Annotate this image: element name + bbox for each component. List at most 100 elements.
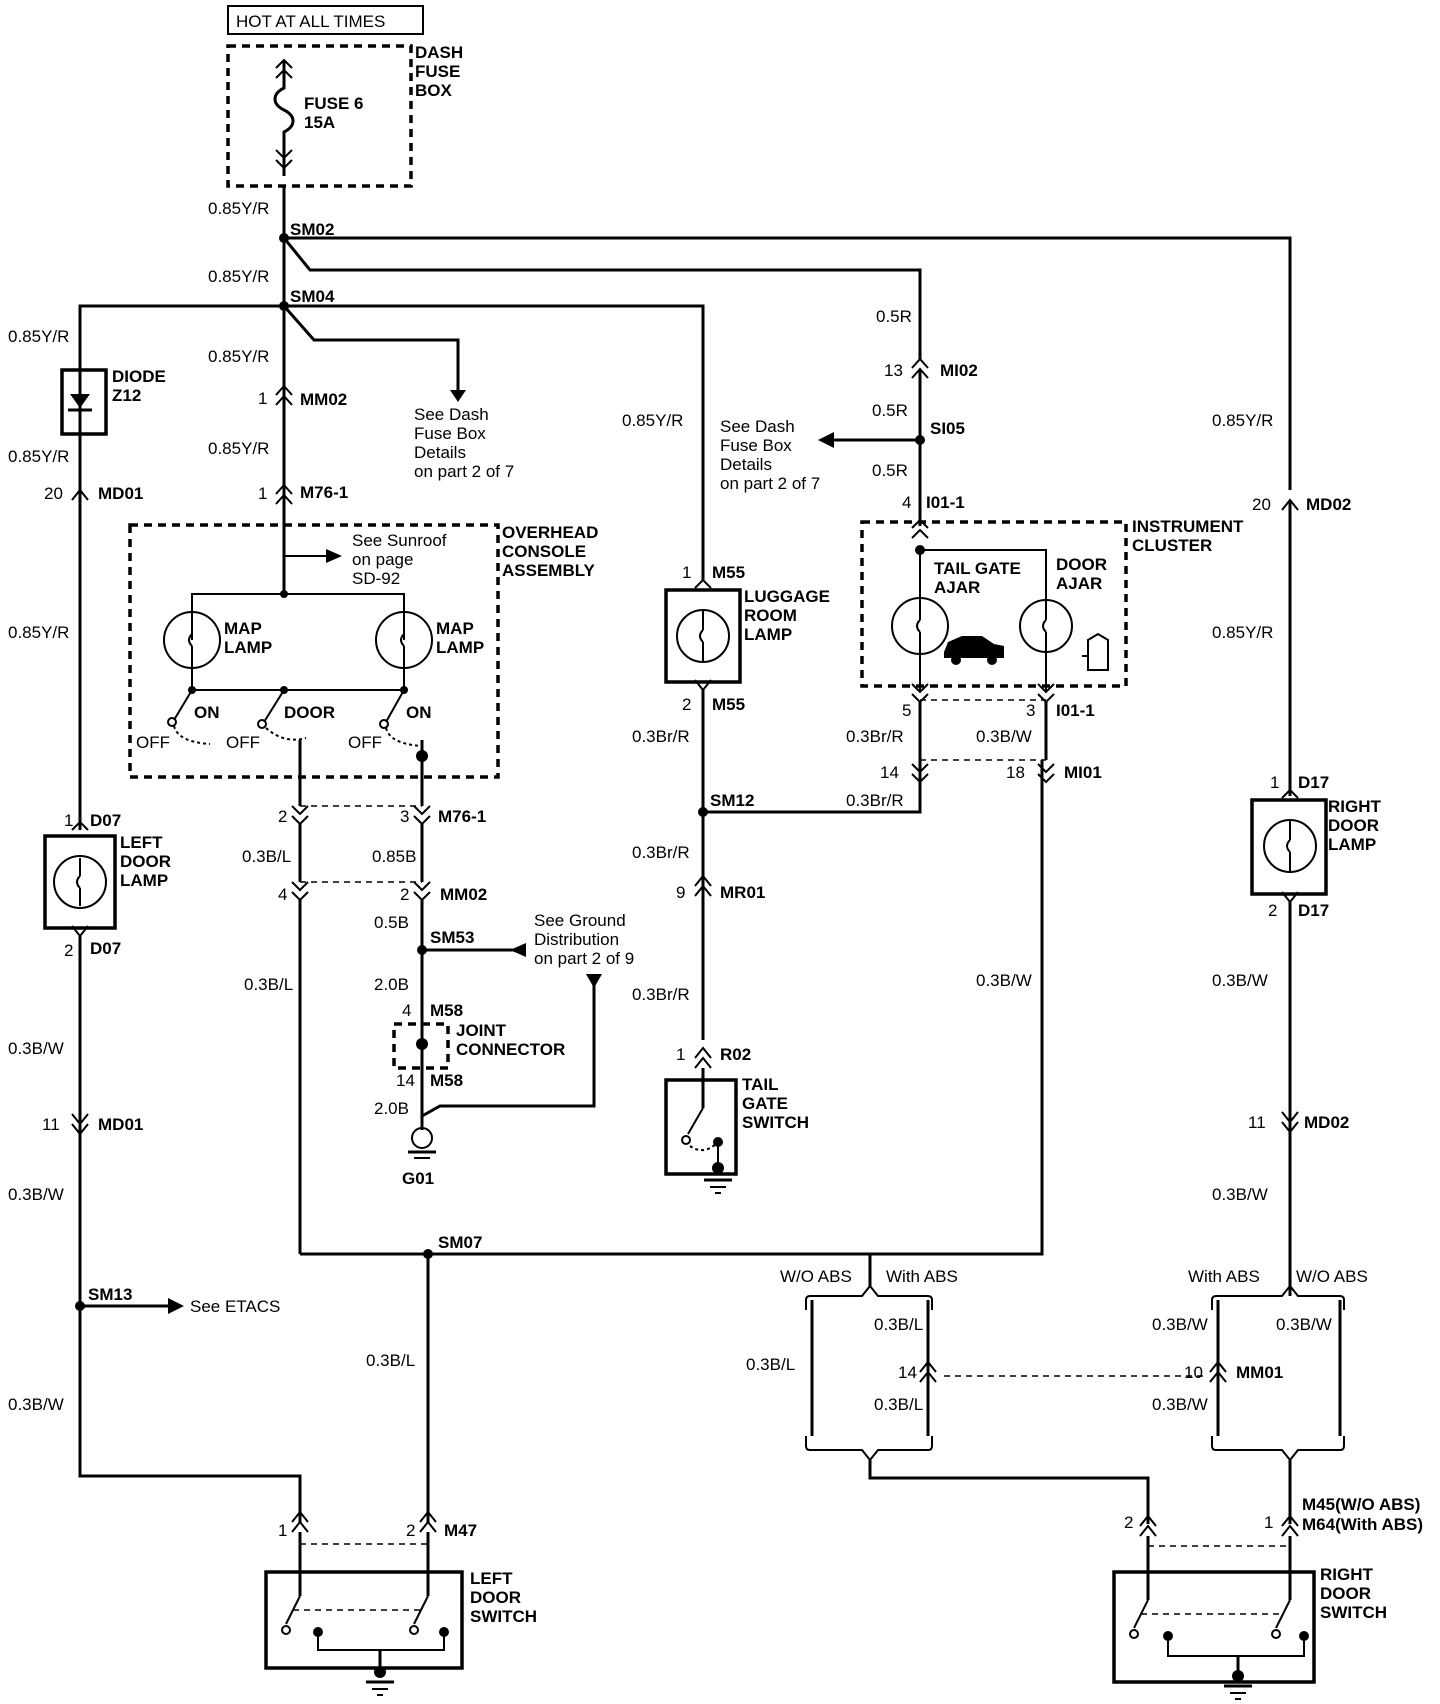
abs-bracket-bottom-right: [1211, 1436, 1345, 1462]
car-tailgate-icon: [944, 636, 1004, 658]
wire-label-bl-c: 0.3B/L: [366, 1351, 415, 1370]
wire-label-bw-c: 0.3B/W: [8, 1395, 64, 1414]
arrow-dash-ref-1: [450, 390, 466, 402]
connector-m58-bottom: M58: [430, 1071, 463, 1090]
pin-mi01-18: 18: [1006, 763, 1025, 782]
wire-label-y085-j: 0.85Y/R: [1212, 623, 1273, 642]
abs-bracket-top-right: [1211, 1284, 1345, 1310]
pin-i011-3: 3: [1026, 701, 1035, 720]
pin-mi01-14: 14: [880, 763, 899, 782]
dash-fuse-box: [226, 44, 413, 188]
joint-connector: [392, 1022, 450, 1070]
pin-md01-11: 11: [42, 1115, 60, 1134]
connector-r02-label: R02: [720, 1045, 751, 1064]
arrow-sunroof-icon: [326, 549, 342, 563]
right-door-switch: [1112, 1570, 1316, 1684]
pin-m47-1: 1: [278, 1521, 287, 1540]
wire-label-bw-j: 0.3B/W: [1152, 1395, 1208, 1414]
switch-door-label: DOOR: [284, 703, 335, 722]
wire-label-y085-c: 0.85Y/R: [8, 327, 69, 346]
connector-md02-bottom: MD02: [1304, 1113, 1349, 1132]
wire-label-bw-a: 0.3B/W: [8, 1039, 64, 1058]
pin-mr01-9: 9: [676, 883, 685, 902]
wire-sm07-mi01: [300, 760, 1044, 1256]
wire-sm02-mi02: [282, 237, 922, 360]
pin-m761-2: 2: [278, 807, 287, 826]
arrow-dash-ref-2: [818, 432, 834, 448]
abs-bracket-top-left: [805, 1284, 933, 1310]
right-door-lamp: [1250, 798, 1328, 896]
wire-abs-right-switch-2: [868, 1460, 1150, 1524]
connector-d17-top: D17: [1298, 773, 1329, 792]
right-switch-contact-b: [1275, 1599, 1291, 1629]
pin-m58-4: 4: [402, 1001, 411, 1020]
pin-d07-1: 1: [64, 811, 73, 830]
wire-label-y085-b: 0.85Y/R: [208, 267, 269, 286]
pin-i011-4: 4: [902, 493, 911, 512]
wire-ground-ref: [420, 978, 596, 1119]
connector-m58-top: M58: [430, 1001, 463, 1020]
abs-wo-label-left: W/O ABS: [780, 1267, 852, 1286]
map-switch-door: [263, 689, 285, 723]
ground-g01-icon: [411, 1127, 433, 1149]
connector-m45-label: M45(W/O ABS): [1302, 1495, 1420, 1514]
pin-md02-20: 20: [1252, 495, 1271, 514]
wire-label-bl-d: 0.3B/L: [874, 1315, 923, 1334]
pin-d17-2: 2: [1268, 901, 1277, 920]
luggage-room-lamp: [664, 588, 742, 684]
pin-m55-1: 1: [682, 563, 691, 582]
fuse-rating-label: 15A: [304, 113, 335, 132]
pin-mi02-13: 13: [884, 361, 903, 380]
wire-label-y085-d: 0.85Y/R: [8, 447, 69, 466]
tail-gate-ground-icon: [712, 1162, 724, 1174]
connector-md01-label: MD01: [98, 484, 143, 503]
splice-sm04-label: SM04: [290, 287, 335, 306]
hot-at-all-times-label: HOT AT ALL TIMES: [236, 12, 385, 31]
tail-gate-switch-contact: [687, 1107, 704, 1135]
left-door-lamp: [43, 834, 117, 930]
splice-sm02-label: SM02: [290, 220, 334, 239]
connector-d17-bottom: D17: [1298, 901, 1329, 920]
connector-md02-top: MD02: [1306, 495, 1351, 514]
pin-mm02-2: 2: [400, 885, 409, 904]
left-door-switch: [264, 1570, 464, 1670]
left-door-lamp-bulb-icon: [53, 855, 107, 909]
wire-label-y085-a: 0.85Y/R: [208, 199, 269, 218]
car-door-icon: [1087, 632, 1109, 671]
wire-label-r05-a: 0.5R: [876, 307, 912, 326]
pin-i011-5: 5: [902, 701, 911, 720]
pin-mm02-4: 4: [278, 885, 287, 904]
pin-md02-11: 11: [1248, 1113, 1266, 1132]
wire-label-bw-g: 0.3B/W: [1212, 1185, 1268, 1204]
wire-label-brr-d: 0.3Br/R: [632, 985, 690, 1004]
wire-label-bw-d: 0.3B/W: [976, 727, 1032, 746]
map-switch-left: [173, 689, 193, 721]
switch-right-on-label: ON: [406, 703, 432, 722]
left-switch-contact-b: [413, 1595, 429, 1625]
wire-label-y085-e: 0.85Y/R: [8, 623, 69, 642]
connector-mi01-label: MI01: [1064, 763, 1102, 782]
wire-label-y085-g: 0.85Y/R: [208, 439, 269, 458]
tail-gate-switch: [664, 1078, 738, 1176]
wire-label-brr-c: 0.3Br/R: [632, 843, 690, 862]
connector-i011-bottom: I01-1: [1056, 701, 1095, 720]
pin-m45-1: 1: [1264, 1513, 1273, 1532]
map-switch-right: [385, 689, 405, 723]
pin-md01-20: 20: [44, 484, 63, 503]
connector-m761-label: M76-1: [300, 483, 348, 502]
wire-label-bw-e: 0.3B/W: [976, 971, 1032, 990]
connector-m55-bottom: M55: [712, 695, 745, 714]
connector-i011-top: I01-1: [926, 493, 965, 512]
wire-sm13-left-switch: [78, 1430, 302, 1522]
